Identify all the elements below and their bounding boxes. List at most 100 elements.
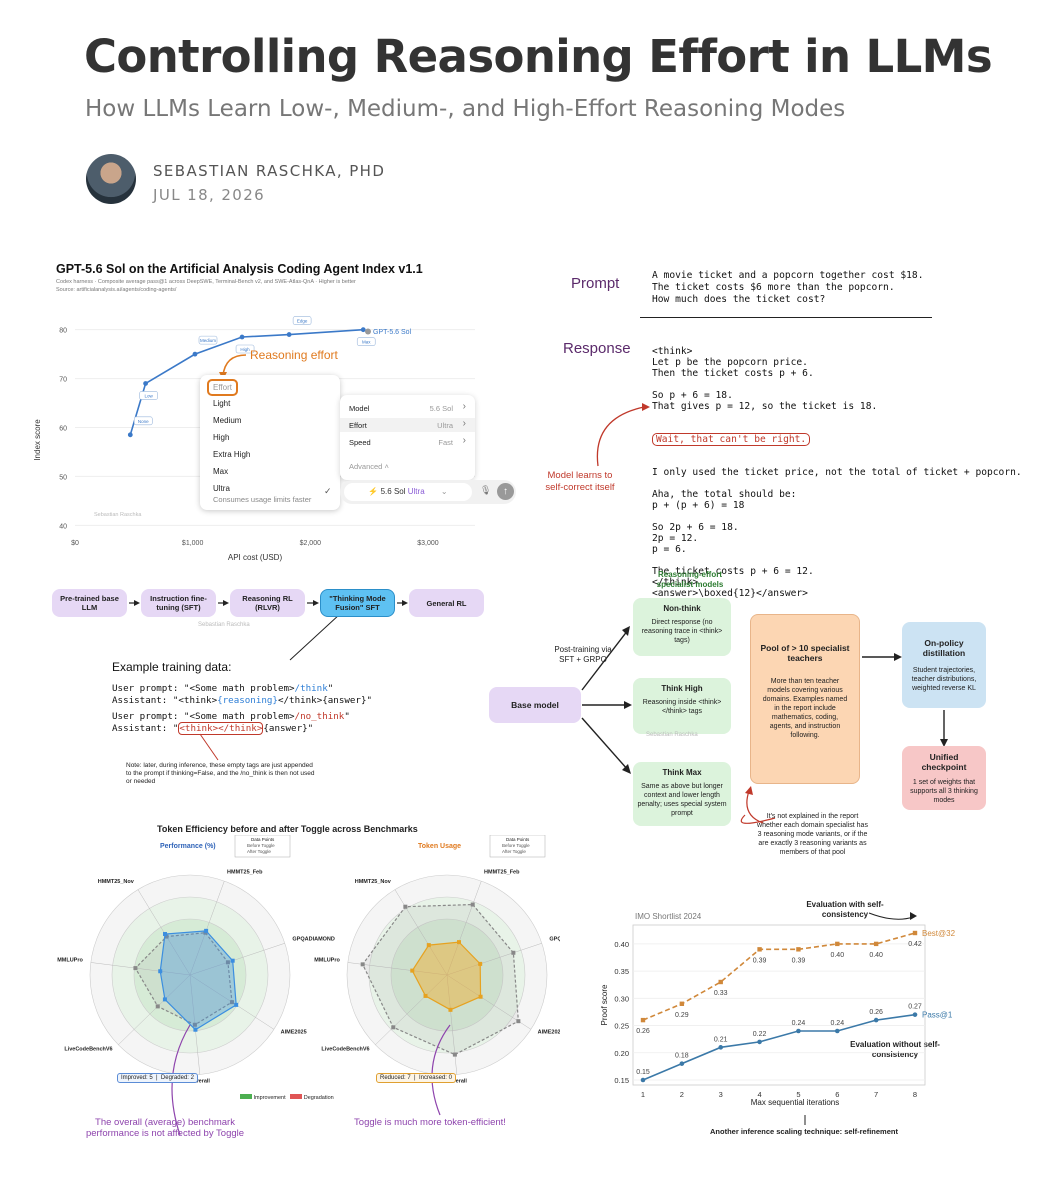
example-title: Example training data: <box>112 660 232 674</box>
point-label: Medium <box>200 338 216 343</box>
coding-index-ylabel: Index score <box>33 419 42 461</box>
radar-axis-label: HMMT25_Nov <box>355 879 392 885</box>
imo-point <box>834 1028 840 1034</box>
radar-point <box>452 1052 457 1057</box>
radar-point <box>193 1027 198 1032</box>
imo-ylabel: Proof score <box>600 984 609 1025</box>
imo-series-name: Pass@1 <box>922 1011 953 1020</box>
ytick-label: 80 <box>59 328 67 335</box>
xtick-label: $1,000 <box>182 540 204 547</box>
radar-point <box>403 904 408 909</box>
post-date: JUL 18, 2026 <box>153 186 266 204</box>
model-pill-label: 5.6 Sol <box>380 487 406 496</box>
effort-option-high[interactable]: High <box>213 433 230 442</box>
series-legend-dot <box>365 328 371 335</box>
imo-data-label: 0.29 <box>675 1012 689 1019</box>
bolt-icon: ⚡ <box>368 487 379 496</box>
radar-axis-label: GPQADIAMOND <box>549 937 560 943</box>
radar-point <box>478 994 483 999</box>
radar-axis <box>189 880 225 976</box>
specialist-name: Think High <box>661 684 703 693</box>
legend-title: Data Points <box>506 837 530 842</box>
radar-axis-label: AIME2025 <box>281 1030 307 1036</box>
imo-data-label: 0.21 <box>714 1036 728 1043</box>
send-icon[interactable]: ↑ <box>497 483 514 500</box>
effort-option-ultra[interactable]: Ultra <box>213 484 230 493</box>
radar-point <box>470 902 475 907</box>
radar-axis-label: HMMT25_Feb <box>227 870 263 876</box>
legend-after: After Toggle <box>247 849 271 854</box>
radar-axis-label: LiveCodeBenchV6 <box>321 1046 369 1052</box>
imo-title: IMO Shortlist 2024 <box>635 912 702 921</box>
distill-desc: Student trajectories, teacher distributi… <box>911 666 977 692</box>
specialist-name: Non-think <box>663 604 701 613</box>
imo-data-label: 0.22 <box>753 1031 767 1038</box>
coding-index-title: GPT-5.6 Sol on the Artificial Analysis C… <box>56 262 423 276</box>
effort-option-extra-high[interactable]: Extra High <box>213 450 251 459</box>
advanced-toggle[interactable]: Advanced ˄ <box>349 462 389 471</box>
mic-icon[interactable]: 🎙 <box>480 485 492 495</box>
imo-point <box>679 1001 685 1006</box>
reduced-count: Reduced: 7 <box>380 1075 411 1081</box>
imo-xtick: 3 <box>719 1090 723 1099</box>
chart-watermark: Sebastian Raschka <box>94 512 142 518</box>
radar-axis-label: AIME2025 <box>538 1030 560 1036</box>
imo-xtick: 7 <box>874 1090 878 1099</box>
imo-point <box>640 1077 646 1083</box>
imo-point <box>796 947 801 952</box>
imo-point <box>912 1012 918 1017</box>
chevron-right-icon: › <box>462 418 466 429</box>
point-label: High <box>240 347 250 352</box>
imo-ytick: 0.15 <box>614 1076 629 1085</box>
pipeline-watermark: Sebastian Raschka <box>198 622 250 628</box>
specialist-desc: Reasoning inside <think></think> tags <box>642 699 722 715</box>
series-label: GPT-5.6 Sol <box>373 329 412 336</box>
imo-point <box>718 1045 724 1050</box>
imo-point <box>640 1017 646 1023</box>
imo-ytick: 0.20 <box>614 1049 629 1058</box>
imo-data-label: 0.15 <box>636 1069 650 1076</box>
model-pill[interactable]: ⚡ 5.6 Sol Ultra ⌄ <box>344 483 472 501</box>
point-label: Max <box>362 340 371 345</box>
radar-axis-label: HMMT25_Feb <box>484 870 520 876</box>
ytick-label: 60 <box>59 426 67 433</box>
effort-option-medium[interactable]: Medium <box>213 416 242 425</box>
radar-point <box>158 969 163 974</box>
settings-row-label: Model <box>349 404 370 413</box>
author-name[interactable]: SEBASTIAN RASCHKA, PHD <box>153 162 386 180</box>
radar-axis-label: HMMT25_Nov <box>98 879 135 885</box>
imo-series-name: Best@32 <box>922 929 956 938</box>
settings-row-value: 5.6 Sol <box>429 404 453 413</box>
effort-option-max[interactable]: Max <box>213 467 229 476</box>
data-point <box>360 327 366 333</box>
imo-point <box>873 1017 879 1023</box>
self-correction-highlight: Wait, that can't be right. <box>652 433 811 446</box>
author-avatar[interactable] <box>86 154 136 204</box>
radar-point <box>230 958 235 963</box>
radar-legend <box>489 835 546 858</box>
point-label: Low <box>144 393 153 398</box>
imo-point <box>757 947 762 952</box>
imo-xtick: 8 <box>913 1090 917 1099</box>
radar-axis <box>189 943 285 976</box>
point-label-box <box>198 335 218 345</box>
radar-bottom-legend: Improvement Degradation <box>240 1094 334 1101</box>
imo-xtick: 1 <box>641 1090 645 1099</box>
example-note: Note: later, during inference, these emp… <box>126 762 315 785</box>
imo-series-line <box>642 1013 916 1081</box>
radar-point <box>516 1019 521 1024</box>
settings-row-label: Effort <box>349 421 367 430</box>
radar-axis-label: GPQADIAMOND <box>292 937 335 943</box>
imo-data-label: 0.39 <box>753 957 767 964</box>
imo-point <box>718 979 723 985</box>
response-label: Response <box>563 340 631 357</box>
radar-point <box>225 960 230 965</box>
effort-option-light[interactable]: Light <box>213 399 231 408</box>
check-icon: ✓ <box>324 486 332 496</box>
specialist-desc: Direct response (no reasoning trace in <… <box>641 619 723 644</box>
degraded-count: Degraded: 2 <box>160 1075 194 1081</box>
